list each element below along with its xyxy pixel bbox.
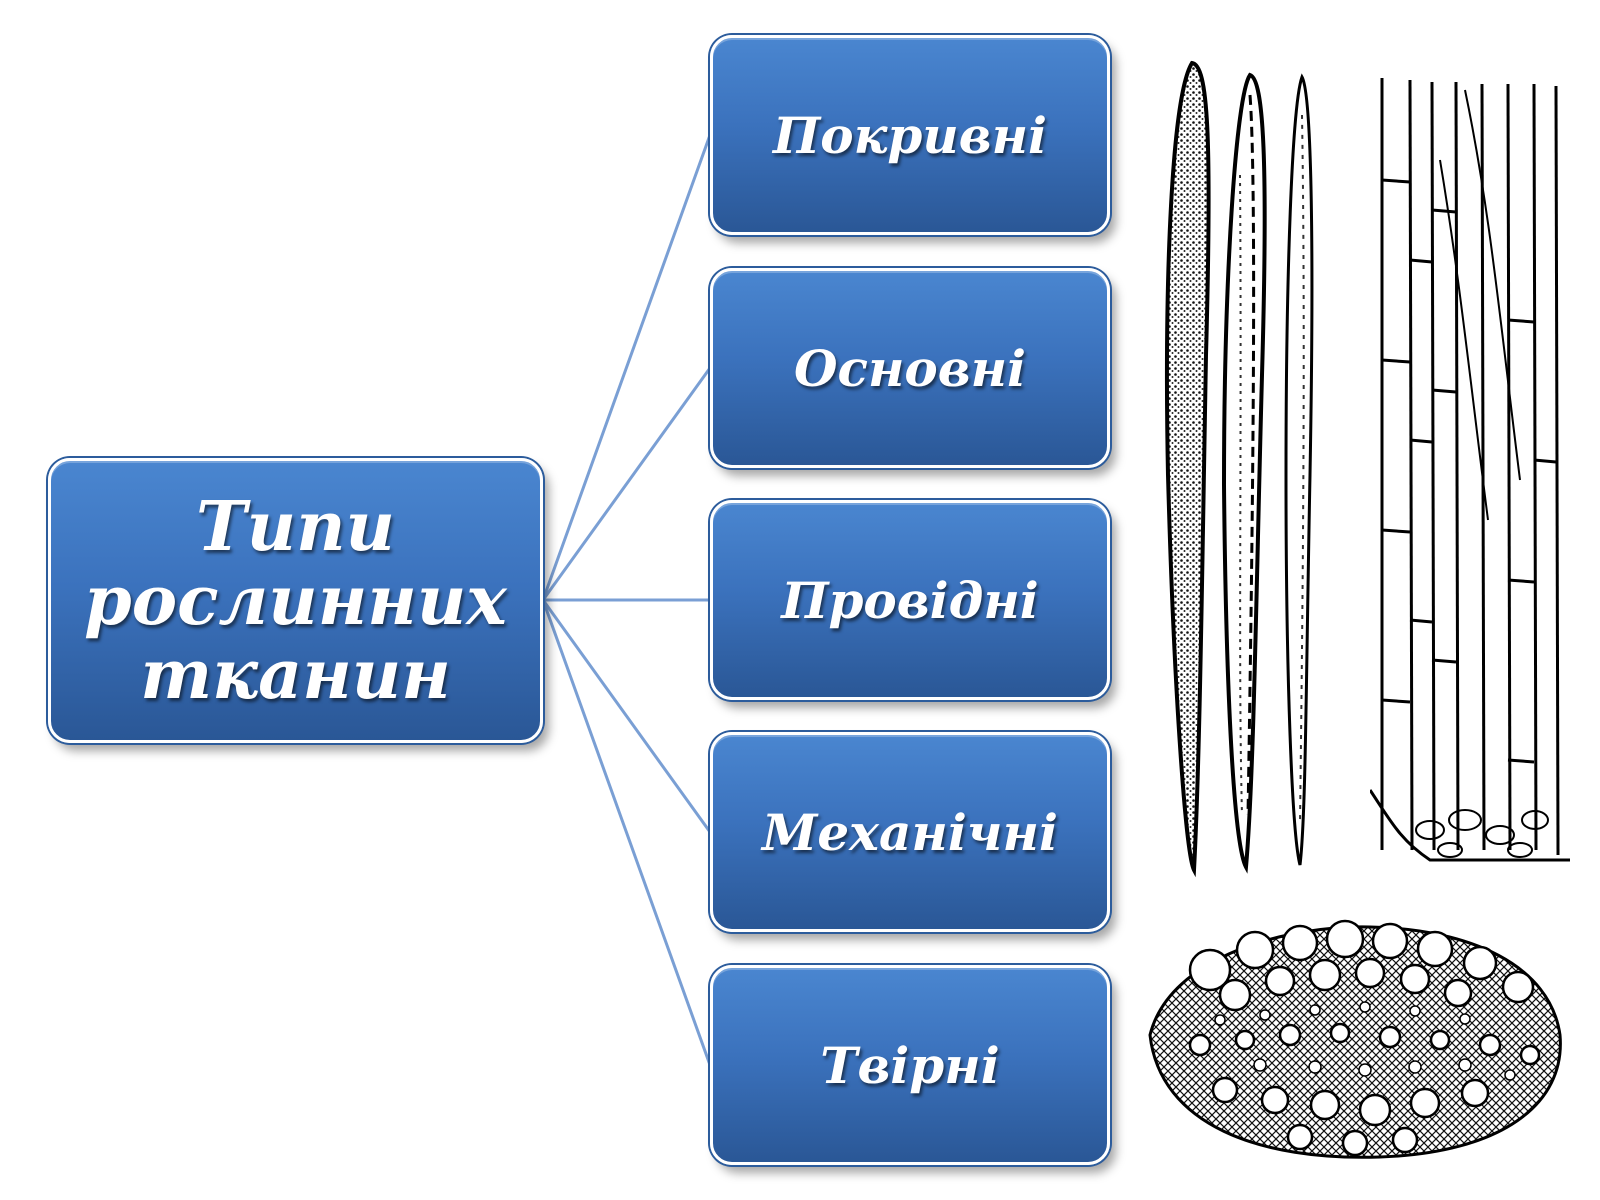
child-node-mekhanichni: Механічні xyxy=(710,732,1110,932)
longitudinal-tissue-section-drawing xyxy=(1370,60,1570,890)
child-node-osnovni: Основні xyxy=(710,268,1110,468)
child-node-providni: Провідні xyxy=(710,500,1110,700)
root-node: Типи рослинних тканин xyxy=(48,458,543,743)
root-label-line-1: Типи xyxy=(196,486,395,567)
connector-line-1 xyxy=(541,367,712,601)
child-node-label: Покривні xyxy=(772,105,1048,165)
root-label-line-2: рослинних xyxy=(84,560,507,641)
connector-line-3 xyxy=(541,599,712,833)
child-node-label: Твірні xyxy=(820,1035,1000,1095)
child-node-label: Провідні xyxy=(781,570,1039,630)
root-node-label: Типи рослинних тканин xyxy=(84,490,507,712)
child-node-label: Основні xyxy=(793,338,1027,398)
fiber-cell-1 xyxy=(1165,60,1211,878)
child-node-label: Механічні xyxy=(762,802,1058,862)
child-node-tvirni: Твірні xyxy=(710,965,1110,1165)
fiber-cell-3 xyxy=(1284,73,1314,866)
fiber-cell-2 xyxy=(1221,72,1267,874)
connector-line-4 xyxy=(541,599,712,1066)
root-label-line-3: тканин xyxy=(140,634,451,715)
child-node-pokryvni: Покривні xyxy=(710,35,1110,235)
elongated-fiber-cells-drawing xyxy=(1165,60,1314,878)
cross-section-cells-drawing xyxy=(1148,919,1562,1159)
connector-line-0 xyxy=(541,134,712,601)
